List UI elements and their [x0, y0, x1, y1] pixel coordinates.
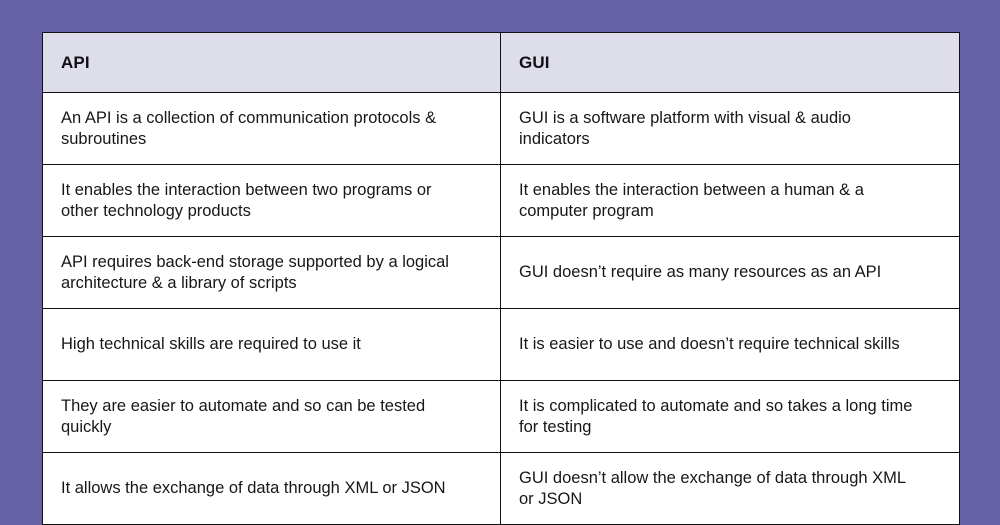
header-row: API GUI: [42, 32, 960, 93]
table-body: An API is a collection of communication …: [42, 92, 960, 525]
cell-gui: It is complicated to automate and so tak…: [500, 380, 960, 453]
table-row: They are easier to automate and so can b…: [42, 380, 960, 453]
cell-api: It enables the interaction between two p…: [42, 164, 501, 237]
table-row: High technical skills are required to us…: [42, 308, 960, 381]
column-header-gui: GUI: [500, 32, 960, 93]
cell-text-gui: It is easier to use and doesn’t require …: [519, 335, 900, 353]
cell-api: They are easier to automate and so can b…: [42, 380, 501, 453]
cell-api: High technical skills are required to us…: [42, 308, 501, 381]
cell-text-api: They are easier to automate and so can b…: [61, 396, 426, 436]
cell-gui: It is easier to use and doesn’t require …: [500, 308, 960, 381]
cell-text-api: It enables the interaction between two p…: [61, 180, 432, 220]
cell-text-gui: GUI doesn’t require as many resources as…: [519, 263, 882, 281]
comparison-table-container: API GUI An API is a collection of commun…: [42, 32, 960, 525]
cell-gui: GUI doesn’t allow the exchange of data t…: [500, 452, 960, 525]
table-row: An API is a collection of communication …: [42, 92, 960, 165]
cell-api: API requires back-end storage supported …: [42, 236, 501, 309]
cell-text-gui: It is complicated to automate and so tak…: [519, 396, 913, 436]
cell-gui: It enables the interaction between a hum…: [500, 164, 960, 237]
cell-text-gui: It enables the interaction between a hum…: [519, 180, 864, 220]
table-row: It allows the exchange of data through X…: [42, 452, 960, 525]
cell-api: It allows the exchange of data through X…: [42, 452, 501, 525]
cell-text-api: An API is a collection of communication …: [61, 108, 437, 148]
api-vs-gui-comparison-table: API GUI An API is a collection of commun…: [42, 32, 960, 525]
cell-text-gui: GUI doesn’t allow the exchange of data t…: [519, 468, 906, 508]
cell-text-api: It allows the exchange of data through X…: [61, 479, 446, 497]
column-header-api: API: [42, 32, 501, 93]
table-row: API requires back-end storage supported …: [42, 236, 960, 309]
cell-text-api: API requires back-end storage supported …: [61, 252, 449, 292]
cell-text-gui: GUI is a software platform with visual &…: [519, 108, 851, 148]
cell-text-api: High technical skills are required to us…: [61, 335, 361, 353]
cell-gui: GUI doesn’t require as many resources as…: [500, 236, 960, 309]
table-header: API GUI: [42, 32, 960, 93]
cell-gui: GUI is a software platform with visual &…: [500, 92, 960, 165]
table-row: It enables the interaction between two p…: [42, 164, 960, 237]
cell-api: An API is a collection of communication …: [42, 92, 501, 165]
